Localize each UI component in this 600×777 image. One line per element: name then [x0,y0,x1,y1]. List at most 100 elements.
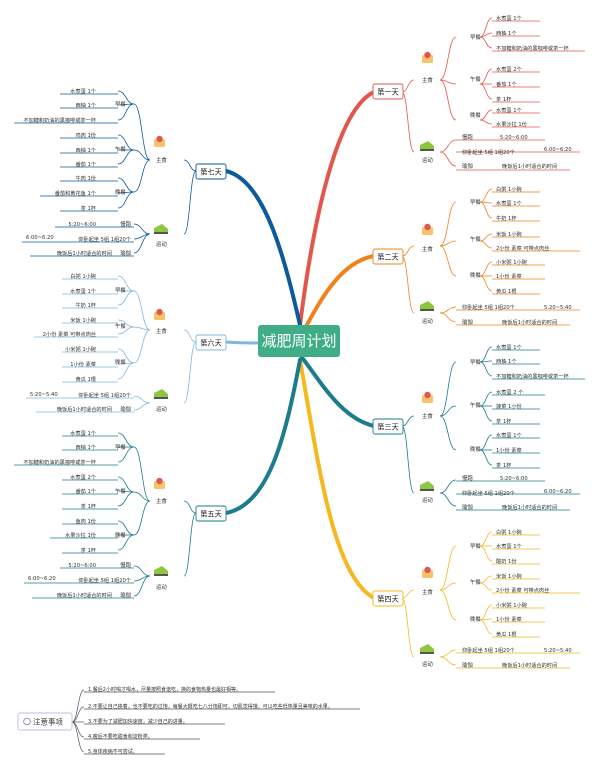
day4-dinner-label: 晚餐 [470,615,481,623]
day3-situp: 仰卧起坐 5组 1组20个 [462,489,516,497]
day2-dinner-label: 晚餐 [470,271,481,279]
day1-run-label: 慢跑 [462,133,473,141]
day4-situp: 仰卧起坐 5组 1组20个 [462,646,516,654]
list-item: 鱼肉 1份 [75,517,96,525]
day6-node[interactable]: 第六天 [195,334,227,351]
day6-group [26,275,197,413]
day5-group [14,432,197,599]
day7-exercise-label: 运动 [156,240,167,248]
day1-node[interactable]: 第一天 [372,83,404,100]
day2-node[interactable]: 第二天 [372,248,404,265]
root-node[interactable]: 减肥周计划 [258,325,340,357]
day2-title: 第二天 [377,253,399,262]
day2-yoga-time: 晚饭后1小时适合的时间 [502,318,557,326]
day1-exercise-label: 运动 [422,156,433,164]
day5-breakfast-label: 早餐 [115,443,126,451]
list-item: 白粥 1小碗 [496,185,522,193]
list-item: 小米粥 1小碗 [496,258,527,266]
list-item: 米饭 1小碗 [496,230,522,238]
list-item: 西柚 1个 [75,146,96,154]
list-item: 西柚 1个 [75,443,96,451]
list-item: 水煮蛋 2个 [70,473,97,481]
note-item: 2.不要让自己挨着，也不要吃的过饱，每餐大概吃七八分饱即可，切肌觉得饿，可以吃些… [88,703,333,710]
day5-title: 第五天 [200,510,222,519]
day4-exercise-label: 运动 [422,660,433,668]
list-item: 2小份 素菜 可带点肉丝 [496,586,549,594]
list-item: 鸡肉 1份 [75,131,96,139]
list-item: 小米粥 1小碗 [496,601,527,609]
day2-group [401,188,580,326]
list-item: 水煮蛋 2 个 [496,388,524,396]
day7-dinner-label: 晚餐 [115,188,126,196]
day5-yoga-time: 晚饭后1小时适合的时间 [57,591,112,599]
day7-situp-time: 6:00~6:20 [26,235,54,241]
day3-food-icon [422,391,433,403]
branch-day4 [298,358,376,600]
day6-main-food-label: 主食 [156,327,167,335]
day5-lunch-label: 午餐 [115,487,126,495]
list-item: 茶 1杯 [81,502,97,510]
day7-node[interactable]: 第七天 [195,163,227,180]
day1-shoe-icon [420,141,434,151]
day3-run-time: 5:20~6:00 [500,476,528,482]
day1-run-time: 5:20~6:00 [500,135,528,141]
day1-situp: 仰卧起坐 5组 1组20个 [462,148,516,156]
list-item: 白粥 1小碗 [70,272,96,280]
day6-yoga-time: 晚饭后1小时适合的时间 [57,405,112,413]
list-item: 2小份 素菜 可带点肉丝 [496,244,549,252]
day6-situp-time: 5:20~5:40 [30,392,58,398]
day7-situp: 仰卧起坐 5组 1组20个 [78,235,132,243]
day7-yoga-time: 晚饭后1小时适合的时间 [57,249,112,257]
day1-breakfast-label: 早餐 [470,33,481,41]
list-item: 茶 1杯 [496,417,512,425]
day2-lunch-label: 午餐 [470,235,481,243]
day4-lunch-label: 午餐 [470,578,481,586]
list-item: 水煮蛋 2个 [496,65,523,73]
day5-yoga-label: 瑜伽 [120,591,131,599]
list-item: 西柚 1个 [496,29,517,37]
list-item: 茶 1杯 [496,461,512,469]
branch-day5 [224,358,302,515]
day4-breakfast-label: 早餐 [470,542,481,550]
day6-situp: 仰卧起坐 5组 1组20个 [78,391,132,399]
day2-shoe-icon [420,301,434,311]
day7-title: 第七天 [200,168,222,177]
list-item: 番茄和黄花鱼 1个 [55,189,97,197]
day3-node[interactable]: 第三天 [372,418,404,435]
day4-node[interactable]: 第四天 [372,590,404,607]
list-item: 番茄 1个 [75,487,96,495]
note-item: 1.餐后2小时喝才喝水，尽量按照食谱吃，换的食物热量也最好相等。 [88,686,241,693]
list-item: 水果沙拉 1份 [496,120,528,128]
list-item: 1小份 素菜 [496,272,522,280]
list-item: 茶 1杯 [81,546,97,554]
day6-title: 第六天 [200,339,222,348]
day3-lunch-label: 午餐 [470,401,481,409]
note-item: 4.瘦后不要吃甜食和淀粉类。 [88,733,153,740]
day3-group [401,346,585,511]
list-item: 水煮蛋 1个 [496,343,523,351]
list-item: 1小份 素菜 [70,360,96,368]
notes-tip-icon [23,717,31,726]
list-item: 菠菜 1小份 [496,402,523,410]
day5-exercise-label: 运动 [156,583,167,591]
day4-yoga-label: 瑜伽 [462,661,473,669]
list-item: 黄瓜 1根 [75,375,96,383]
day7-shoe-icon [154,224,168,234]
day1-group [401,17,585,171]
list-item: 米饭 1小碗 [496,572,522,580]
list-item: 水煮蛋 1个 [70,287,97,295]
notes-node[interactable]: 注意事项 [17,712,73,731]
day4-situp-time: 5:20~5:40 [544,648,572,654]
list-item: 番茄 1个 [75,160,96,168]
day2-food-icon [422,223,433,235]
day5-situp-time: 6:00~6:20 [28,576,56,582]
list-item: 西柚 1个 [75,101,96,109]
day3-yoga-label: 瑜伽 [462,503,473,511]
day5-node[interactable]: 第五天 [195,505,227,522]
day5-food-icon [154,477,165,489]
day2-situp-time: 5:20~5:40 [544,305,572,311]
branch-day6 [224,340,260,345]
day1-main-food-label: 主食 [422,76,433,84]
day7-yoga-label: 瑜伽 [120,249,131,257]
day7-lunch-label: 午餐 [115,145,126,153]
